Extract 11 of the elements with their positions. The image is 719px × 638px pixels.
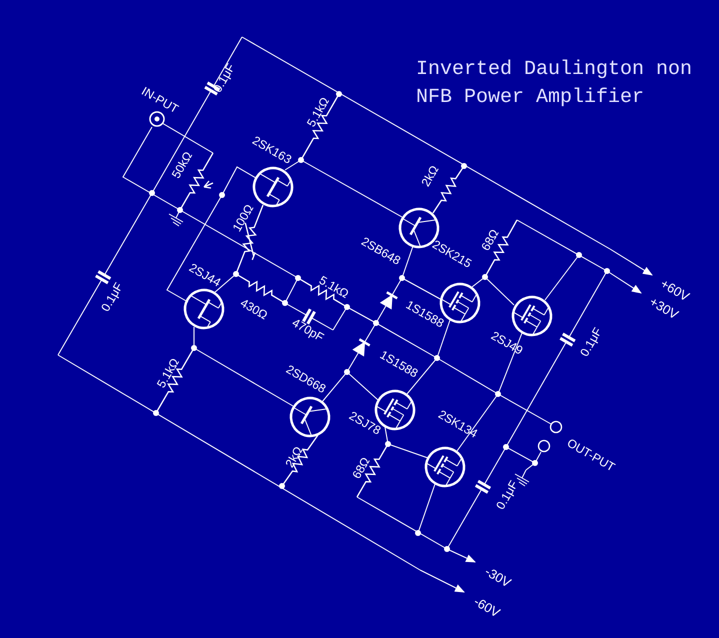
component-label: 430Ω (238, 296, 270, 322)
supply-voltage-label: -60V (471, 594, 503, 620)
value-label: 68Ω (349, 454, 373, 482)
arrow (420, 570, 465, 592)
supply-voltage-label: -30V (482, 564, 514, 590)
arrow (610, 248, 653, 276)
diagram-title: Inverted Daulington non NFB Power Amplifier (416, 57, 694, 111)
component-label: 470pF (290, 315, 326, 345)
arrow (606, 270, 642, 294)
arrow (446, 548, 476, 562)
value-label: 68Ω (478, 226, 502, 254)
